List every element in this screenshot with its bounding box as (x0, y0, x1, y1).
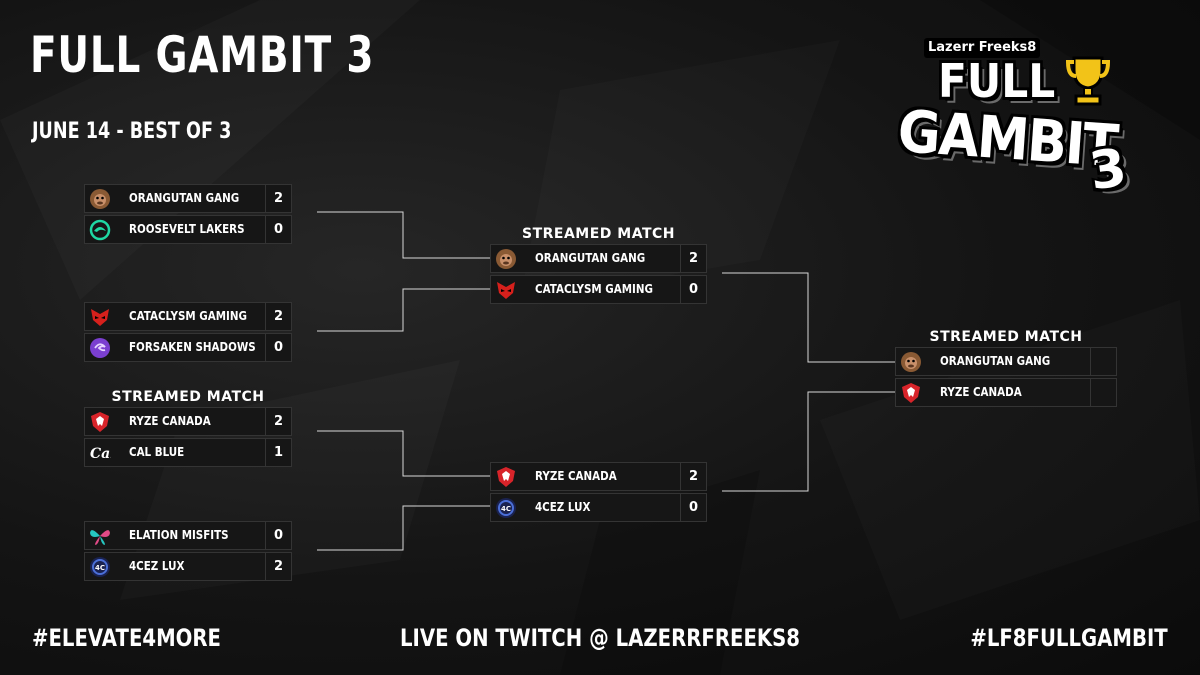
team-score: 0 (265, 215, 292, 244)
team-row: FORSAKEN SHADOWS (84, 333, 289, 362)
team-row: CATACLYSM GAMING (490, 275, 695, 304)
team-name: FORSAKEN SHADOWS (129, 340, 256, 354)
hashtag-right: #LF8FULLGAMBIT (970, 624, 1168, 652)
streamed-match-label: STREAMED MATCH (111, 389, 265, 405)
cataclysm-mask-logo-icon (88, 305, 112, 328)
team-row: 4C 4CEZ LUX (84, 552, 289, 581)
orangutan-logo-icon (494, 247, 518, 270)
ryze-shield-logo-icon (88, 410, 112, 433)
team-name: ELATION MISFITS (129, 528, 229, 542)
logo-word-full: FULL (938, 54, 1056, 108)
lakers-wave-logo-icon (88, 218, 112, 241)
svg-text:4C: 4C (501, 505, 511, 513)
orangutan-logo-icon (899, 350, 923, 373)
team-score: 0 (265, 521, 292, 550)
team-name: RYZE CANADA (535, 469, 617, 483)
team-name: ORANGUTAN GANG (940, 354, 1051, 368)
team-name: CATACLYSM GAMING (535, 282, 653, 296)
team-name: ORANGUTAN GANG (535, 251, 646, 265)
team-name: CAL BLUE (129, 445, 185, 459)
team-score: 2 (265, 302, 292, 331)
team-score: 0 (680, 275, 707, 304)
connector-sf2-final (722, 391, 895, 492)
event-title: FULL GAMBIT 3 (30, 26, 375, 84)
team-score: 2 (265, 184, 292, 213)
svg-text:4C: 4C (95, 564, 105, 572)
streamed-match-label: STREAMED MATCH (521, 226, 676, 242)
team-score: 0 (680, 493, 707, 522)
team-name: RYZE CANADA (940, 385, 1022, 399)
connector-sf1-final (722, 272, 895, 363)
team-row: CATACLYSM GAMING (84, 302, 289, 331)
team-score: 0 (265, 333, 292, 362)
connector-qf3-sf2 (317, 430, 490, 477)
brand-label: Lazerr Freeks8 (924, 38, 1041, 58)
orangutan-logo-icon (88, 187, 112, 210)
butterfly-logo-icon (88, 524, 112, 547)
team-name: ORANGUTAN GANG (129, 191, 240, 205)
team-row: RYZE CANADA (84, 407, 289, 436)
team-row: RYZE CANADA (895, 378, 1100, 407)
team-name: 4CEZ LUX (129, 559, 185, 573)
team-row: RYZE CANADA (490, 462, 695, 491)
team-score (1090, 378, 1117, 407)
hashtag-left: #ELEVATE4MORE (32, 624, 221, 652)
4cez-crest-logo-icon: 4C (88, 555, 112, 578)
team-score: 2 (265, 552, 292, 581)
ryze-shield-logo-icon (899, 381, 923, 404)
team-score: 2 (680, 462, 707, 491)
ryze-shield-logo-icon (494, 465, 518, 488)
cataclysm-mask-logo-icon (494, 278, 518, 301)
event-subtitle: JUNE 14 - BEST OF 3 (32, 119, 232, 144)
connector-qf4-sf2 (317, 505, 490, 551)
streamed-match-label: STREAMED MATCH (929, 329, 1083, 345)
team-score (1090, 347, 1117, 376)
cal-script-logo-icon: Cal (88, 441, 112, 464)
svg-text:Cal: Cal (90, 446, 111, 462)
team-score: 2 (680, 244, 707, 273)
team-score: 2 (265, 407, 292, 436)
forsaken-swirl-logo-icon (88, 336, 112, 359)
team-name: CATACLYSM GAMING (129, 309, 247, 323)
connector-qf2-sf1 (317, 288, 490, 332)
connector-qf1-sf1 (317, 211, 490, 259)
team-row: Cal CAL BLUE (84, 438, 289, 467)
team-row: 4C 4CEZ LUX (490, 493, 695, 522)
team-row: ELATION MISFITS (84, 521, 289, 550)
team-name: RYZE CANADA (129, 414, 211, 428)
event-logo: Lazerr Freeks8 FULL GAMBIT 3 (896, 20, 1168, 210)
team-score: 1 (265, 438, 292, 467)
team-row: ORANGUTAN GANG (895, 347, 1100, 376)
team-row: ORANGUTAN GANG (84, 184, 289, 213)
team-row: ORANGUTAN GANG (490, 244, 695, 273)
4cez-crest-logo-icon: 4C (494, 496, 518, 519)
trophy-icon (1066, 56, 1110, 106)
twitch-callout: LIVE ON TWITCH @ LAZERRFREEKS8 (399, 624, 801, 652)
team-name: 4CEZ LUX (535, 500, 591, 514)
team-name: ROOSEVELT LAKERS (129, 222, 245, 236)
team-row: ROOSEVELT LAKERS (84, 215, 289, 244)
